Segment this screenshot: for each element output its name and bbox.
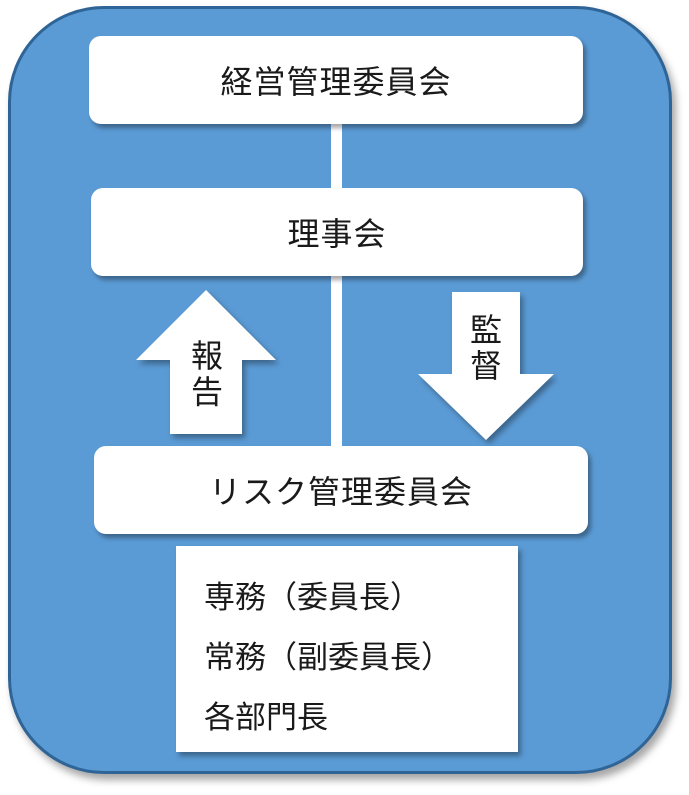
- report-up-arrow: [136, 290, 276, 434]
- management-committee-label: 経営管理委員会: [220, 63, 452, 101]
- committee-members-box: 専務（委員長） 常務（副委員長） 各部門長: [176, 546, 518, 752]
- member-department-heads: 各部門長: [204, 700, 328, 736]
- connector-middle: [331, 274, 342, 450]
- report-char-2: 告: [190, 373, 223, 411]
- board-of-directors-label: 理事会: [287, 215, 387, 253]
- connector-top: [331, 122, 342, 192]
- supervision-down-arrow: [418, 292, 554, 440]
- board-of-directors-box: 理事会: [91, 188, 583, 276]
- supervision-char-1: 監: [469, 311, 502, 349]
- report-label: 報 告: [187, 338, 227, 410]
- supervision-char-2: 督: [469, 347, 502, 385]
- risk-management-committee-label: リスク管理委員会: [208, 473, 473, 511]
- member-chairman: 専務（委員長）: [204, 580, 421, 616]
- member-vice-chairman: 常務（副委員長）: [204, 640, 452, 676]
- risk-management-committee-box: リスク管理委員会: [94, 446, 588, 534]
- report-char-1: 報: [190, 337, 223, 375]
- management-committee-box: 経営管理委員会: [89, 36, 583, 124]
- supervision-label: 監 督: [466, 312, 506, 384]
